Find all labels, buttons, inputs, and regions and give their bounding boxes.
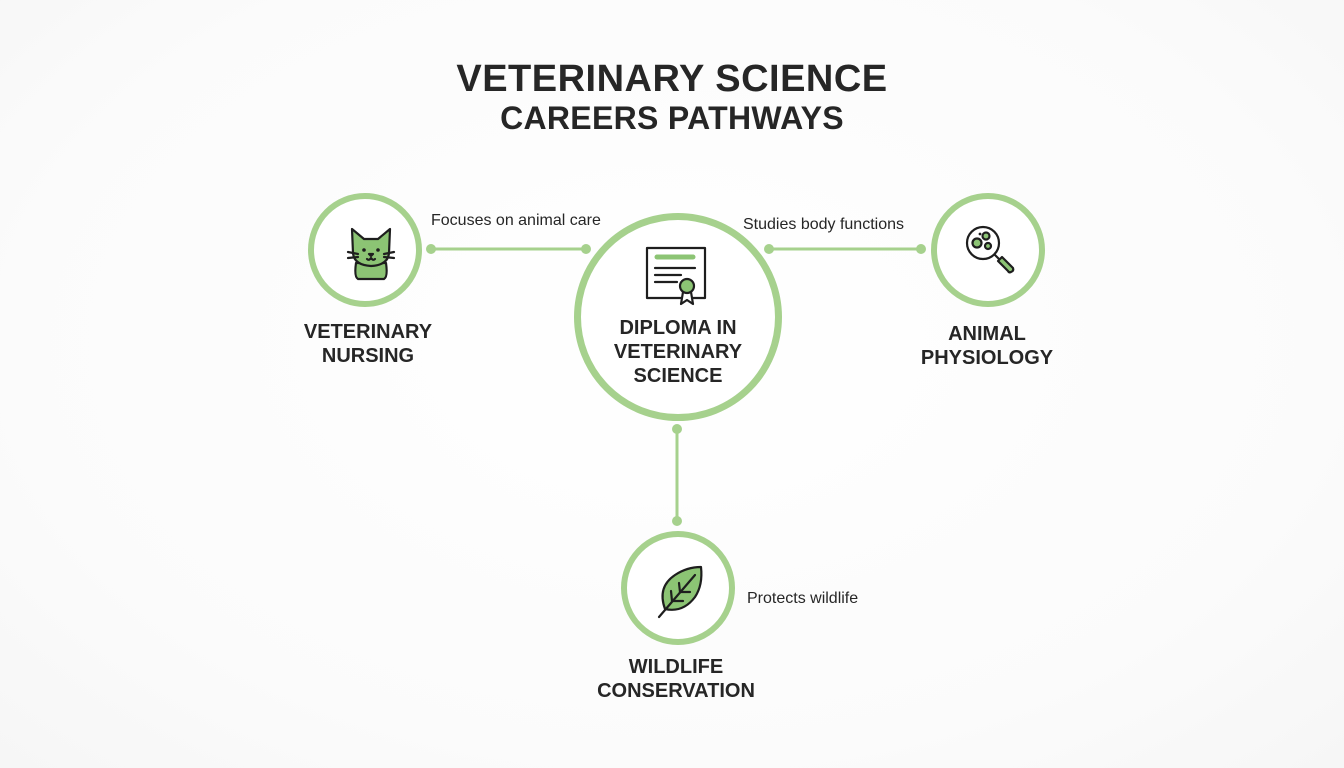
connector-dot	[426, 244, 436, 254]
diagram-subtitle: CAREERS PATHWAYS	[500, 100, 844, 136]
node-wildlife-conservation	[621, 531, 735, 645]
edge-label-nursing: Focuses on animal care	[431, 212, 601, 229]
label-wildlife-conservation: WILDLIFE CONSERVATION	[597, 656, 755, 702]
diploma-certificate-icon	[645, 246, 707, 306]
connector-dot	[672, 516, 682, 526]
cat-icon	[346, 227, 396, 281]
connector-dot	[916, 244, 926, 254]
connector-dot	[764, 244, 774, 254]
node-veterinary-nursing	[308, 193, 422, 307]
label-animal-physiology: ANIMAL PHYSIOLOGY	[920, 323, 1054, 369]
edge-label-wildlife: Protects wildlife	[747, 590, 859, 607]
node-animal-physiology	[931, 193, 1045, 307]
leaf-icon	[657, 565, 703, 619]
edge-label-physiology: Studies body functions	[743, 216, 904, 233]
label-center: DIPLOMA IN VETERINARY SCIENCE	[613, 317, 743, 387]
diagram-title: VETERINARY SCIENCE	[456, 58, 888, 100]
connector-dot	[581, 244, 591, 254]
node-diploma-veterinary-science: DIPLOMA IN VETERINARY SCIENCE	[574, 213, 782, 421]
label-veterinary-nursing: VETERINARY NURSING	[303, 321, 433, 367]
connector-dot	[672, 424, 682, 434]
magnifier-cells-icon	[965, 225, 1015, 274]
